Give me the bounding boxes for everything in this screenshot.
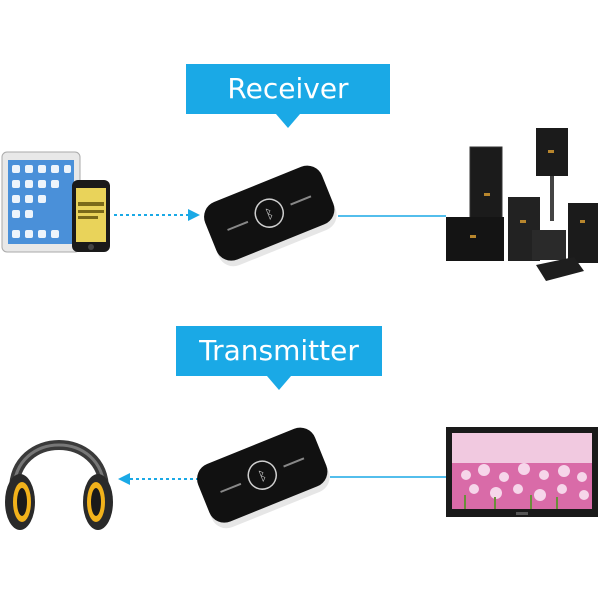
transmitter-device: ᛒ [197,427,330,529]
transmitter-input-line [330,476,448,478]
tv-illustration [446,427,598,517]
transmitter-callout: Transmitter [176,326,382,390]
receiver-label: Receiver [227,72,349,105]
receiver-input-arrow [114,209,200,221]
headphones-illustration [5,440,113,530]
receiver-output-line [338,215,446,217]
tablet-phone-illustration [1,151,110,253]
transmitter-label: Transmitter [199,334,359,367]
receiver-device: ᛒ [204,165,337,267]
speakers-illustration [446,128,598,281]
transmitter-output-arrow [118,473,200,485]
receiver-callout: Receiver [186,64,390,128]
